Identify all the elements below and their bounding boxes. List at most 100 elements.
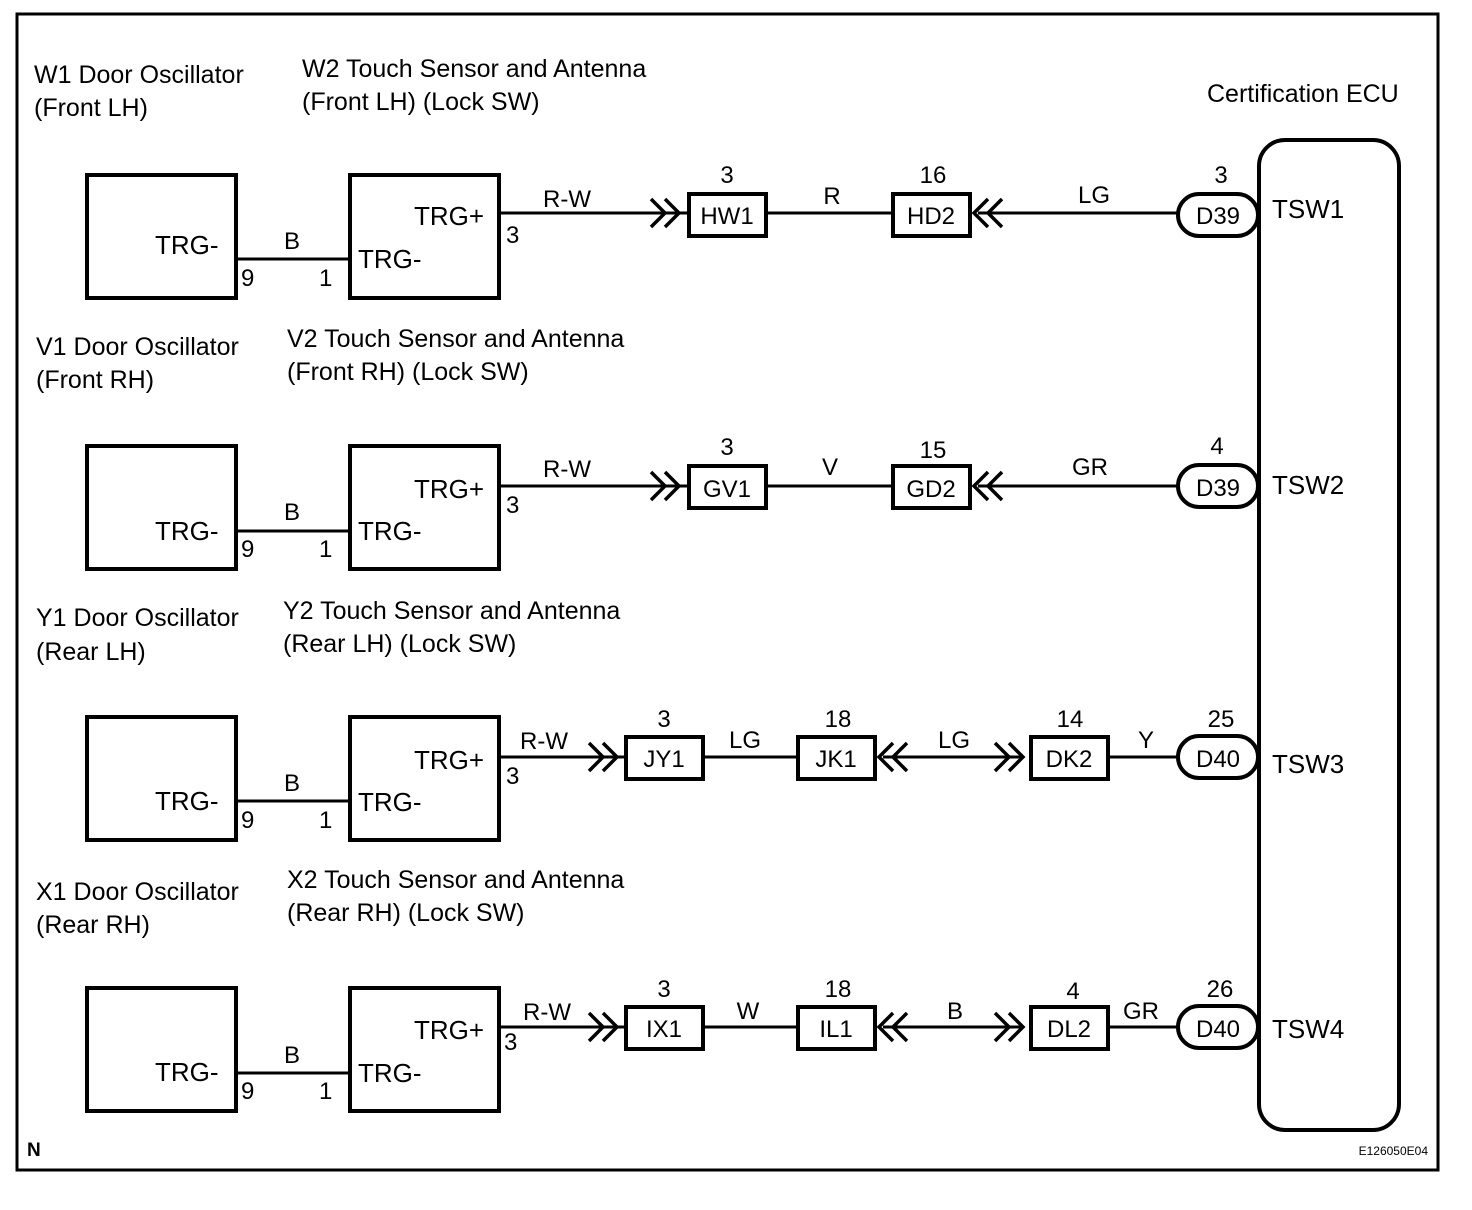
sensor-pin-minus: 1 [319, 536, 332, 563]
connector-arrow-icon [993, 1011, 1012, 1043]
wire-color: W [737, 998, 760, 1025]
sensor-pin-minus: 1 [319, 1078, 332, 1105]
connector-box [1029, 1005, 1110, 1051]
ecu-connector-name: D39 [1196, 475, 1240, 502]
sensor-terminal-minus: TRG- [358, 516, 422, 546]
touch-sensor-antenna [348, 986, 501, 1113]
wire-color: Y [1138, 727, 1154, 754]
touch-sensor-antenna [348, 444, 501, 571]
wire-color: R [823, 183, 840, 210]
door-oscillator [85, 986, 238, 1113]
connector-arrow-icon [876, 1011, 895, 1043]
ecu-terminal: TSW1 [1272, 194, 1344, 224]
ecu-connector [1176, 192, 1260, 238]
ecu-connector-name: D40 [1196, 746, 1240, 773]
wire-color: V [822, 454, 838, 481]
connector-arrow-icon [1007, 1011, 1026, 1043]
ecu-terminal: TSW2 [1272, 470, 1344, 500]
ecu-connector-pin: 3 [1214, 162, 1227, 189]
touch-sensor-antenna [348, 715, 501, 842]
wire-color: GR [1072, 454, 1108, 481]
sensor-terminal-minus: TRG- [358, 244, 422, 274]
connector-pin: 3 [657, 706, 670, 733]
connector-arrow-icon [601, 741, 620, 773]
oscillator-terminal: TRG- [155, 786, 219, 816]
ecu-connector-pin: 25 [1208, 706, 1235, 733]
connector-pin: 15 [920, 437, 947, 464]
oscillator-title: Y1 Door Oscillator [36, 604, 239, 632]
output-wire-color: R-W [523, 999, 571, 1026]
connector-pin: 18 [825, 976, 852, 1003]
output-wire-color: R-W [520, 728, 568, 755]
wire-color: LG [1078, 182, 1110, 209]
sensor-pin-plus: 3 [506, 222, 519, 249]
corner-label: N [27, 1140, 41, 1161]
connector-pin: 3 [720, 162, 733, 189]
sensor-terminal-plus: TRG+ [414, 474, 484, 504]
sensor-pin-minus: 1 [319, 807, 332, 834]
oscillator-subtitle: (Rear RH) [36, 911, 150, 939]
connector-name: HD2 [907, 203, 955, 230]
oscillator-terminal: TRG- [155, 516, 219, 546]
oscillator-pin: 9 [241, 1078, 254, 1105]
oscillator-terminal: TRG- [155, 230, 219, 260]
sensor-title: Y2 Touch Sensor and Antenna [283, 597, 620, 625]
connector-name: GD2 [906, 476, 955, 503]
connector-pin: 4 [1066, 978, 1079, 1005]
connector-pin: 3 [720, 434, 733, 461]
connector-box [796, 1005, 877, 1051]
connector-box [1029, 735, 1110, 781]
sensor-terminal-plus: TRG+ [414, 745, 484, 775]
connector-name: IL1 [819, 1016, 852, 1043]
ecu-connector [1176, 463, 1260, 509]
sensor-pin-plus: 3 [506, 492, 519, 519]
connector-pin: 16 [920, 162, 947, 189]
connector-box [891, 192, 972, 238]
sensor-subtitle: (Rear RH) (Lock SW) [287, 899, 525, 927]
oscillator-subtitle: (Rear LH) [36, 638, 146, 666]
oscillator-pin: 9 [241, 265, 254, 292]
link-wire-color: B [284, 228, 300, 255]
circuit-row-front-rh: V1 Door Oscillator (Front RH) V2 Touch S… [36, 325, 1344, 571]
connector-arrow-icon [971, 197, 990, 229]
connector-pin: 18 [825, 706, 852, 733]
connector-name: GV1 [703, 476, 751, 503]
connector-name: IX1 [646, 1016, 682, 1043]
sensor-subtitle: (Rear LH) (Lock SW) [283, 630, 516, 658]
connector-arrow-icon [649, 197, 668, 229]
sensor-title: W2 Touch Sensor and Antenna [302, 55, 646, 83]
connector-pin: 3 [657, 976, 670, 1003]
sensor-terminal-minus: TRG- [358, 787, 422, 817]
door-oscillator [85, 715, 238, 842]
connector-box [624, 735, 705, 781]
connector-box [687, 192, 768, 238]
connector-arrow-icon [649, 470, 668, 502]
circuit-row-front-lh: W1 Door Oscillator (Front LH) W2 Touch S… [34, 55, 1344, 300]
sensor-terminal-minus: TRG- [358, 1058, 422, 1088]
oscillator-subtitle: (Front RH) [36, 366, 154, 394]
oscillator-title: W1 Door Oscillator [34, 61, 244, 89]
ecu-connector [1176, 734, 1260, 780]
connector-name: DK2 [1046, 746, 1093, 773]
connector-box [796, 735, 877, 781]
oscillator-title: V1 Door Oscillator [36, 333, 239, 361]
wire-color: LG [729, 727, 761, 754]
connector-name: DL2 [1047, 1016, 1091, 1043]
sensor-terminal-plus: TRG+ [414, 201, 484, 231]
sensor-title: X2 Touch Sensor and Antenna [287, 866, 624, 894]
circuit-row-rear-lh: Y1 Door Oscillator (Rear LH) Y2 Touch Se… [36, 597, 1344, 842]
output-wire-color: R-W [543, 186, 591, 213]
oscillator-pin: 9 [241, 807, 254, 834]
sensor-subtitle: (Front RH) (Lock SW) [287, 358, 529, 386]
connector-box [687, 464, 768, 510]
connector-arrow-icon [971, 470, 990, 502]
sensor-pin-plus: 3 [504, 1029, 517, 1056]
sensor-subtitle: (Front LH) (Lock SW) [302, 88, 540, 116]
connector-arrow-icon [1007, 741, 1026, 773]
connector-name: JK1 [815, 746, 856, 773]
connector-arrow-icon [601, 1011, 620, 1043]
certification-ecu [1257, 138, 1401, 1132]
connector-name: HW1 [700, 203, 753, 230]
connector-arrow-icon [587, 1011, 606, 1043]
